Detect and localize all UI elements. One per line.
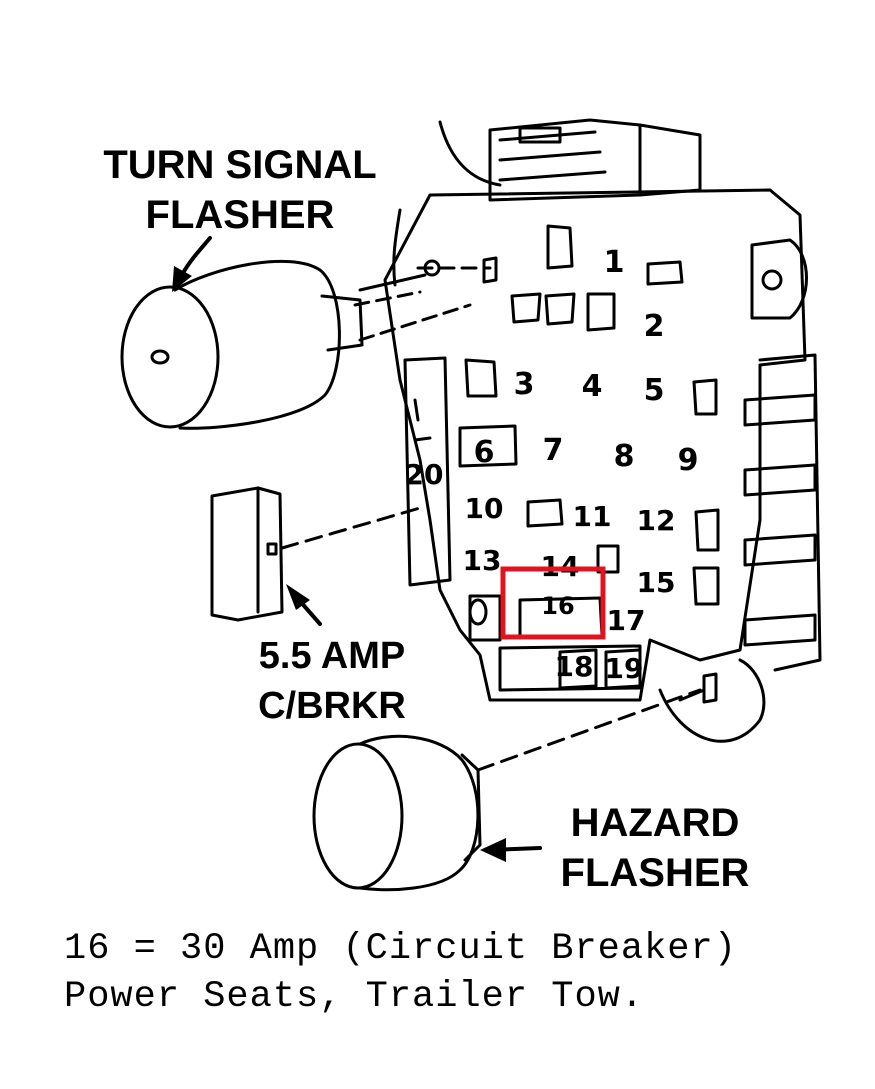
breaker-label-line1: 5.5 AMP <box>259 635 405 677</box>
fuse-5: 5 <box>644 373 665 408</box>
breaker-label: 5.5 AMP C/BRKR <box>258 635 406 727</box>
breaker-label-line2: C/BRKR <box>258 685 406 727</box>
fuse-7: 7 <box>543 433 564 468</box>
fuse-16-highlight-box <box>500 566 606 640</box>
fuse-18: 18 <box>555 650 594 683</box>
caption-line-2: Power Seats, Trailer Tow. <box>64 976 645 1018</box>
fuse-numbers: 1 2 3 4 5 6 7 8 9 10 11 12 13 14 15 16 1… <box>405 245 699 685</box>
turn-signal-label-line1: TURN SIGNAL <box>103 143 376 187</box>
turn-signal-flasher-label: TURN SIGNAL FLASHER <box>103 143 376 237</box>
fuse-panel <box>383 118 822 743</box>
fuse-4: 4 <box>582 369 603 404</box>
circuit-breaker-5-5-amp <box>210 486 422 622</box>
fuse-3: 3 <box>514 367 535 402</box>
fuse-11: 11 <box>573 500 612 533</box>
fuse-16: 16 <box>541 592 574 620</box>
hazard-flasher <box>312 672 718 892</box>
fuse-10: 10 <box>465 492 504 525</box>
hazard-label-line2: FLASHER <box>561 851 750 895</box>
fuse-2: 2 <box>644 309 665 344</box>
fuse-19: 19 <box>605 652 644 685</box>
fuse-12: 12 <box>637 504 676 537</box>
fuse-9: 9 <box>678 443 699 478</box>
hazard-flasher-label: HAZARD FLASHER <box>561 801 750 895</box>
caption-line-1: 16 = 30 Amp (Circuit Breaker) <box>64 928 737 970</box>
fuse-17: 17 <box>607 604 646 637</box>
fuse-1: 1 <box>604 245 625 280</box>
hazard-label-line1: HAZARD <box>571 801 740 845</box>
fuse-20: 20 <box>405 458 444 491</box>
fuse-15: 15 <box>637 566 676 599</box>
fuse-13: 13 <box>463 544 502 577</box>
turn-signal-label-line2: FLASHER <box>146 193 335 237</box>
fuse-8: 8 <box>614 439 635 474</box>
turn-signal-flasher <box>120 256 498 430</box>
fuse-6: 6 <box>474 435 495 470</box>
